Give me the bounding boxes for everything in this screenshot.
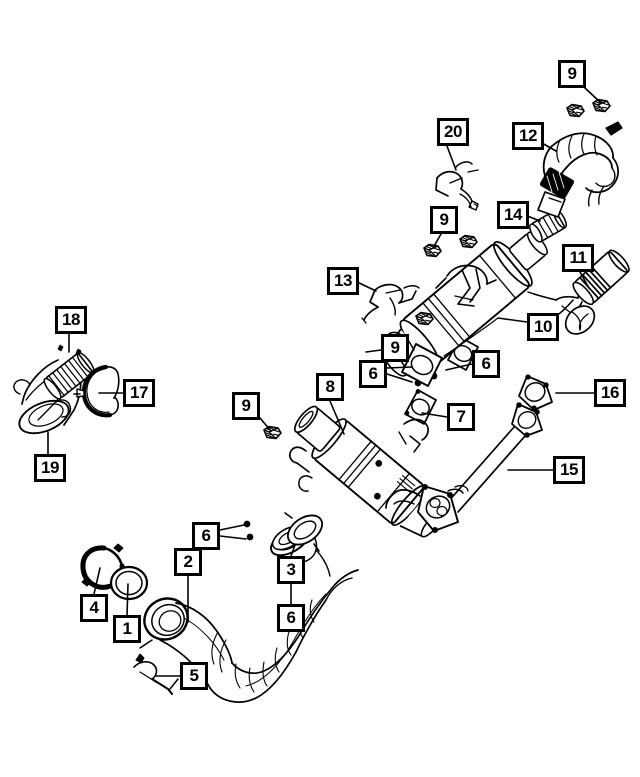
callout-9[interactable]: 9 xyxy=(232,392,260,420)
part-7-exhaust-flange-gasket-upper xyxy=(447,336,479,371)
part-1-exhaust-seal-ring xyxy=(109,565,149,601)
callout-5[interactable]: 5 xyxy=(180,662,208,690)
callout-1[interactable]: 1 xyxy=(113,615,141,643)
callout-8[interactable]: 8 xyxy=(316,373,344,401)
part-7-exhaust-flange-gasket xyxy=(404,389,437,425)
part-5-downpipe-support-bracket xyxy=(133,653,173,695)
part-13-sensor-mounting-bracket xyxy=(361,283,420,324)
callout-19[interactable]: 19 xyxy=(34,454,66,482)
part-14-exhaust-coupler-sleeve xyxy=(529,209,567,243)
part-10-scr-catalyst xyxy=(382,231,548,387)
callout-2[interactable]: 2 xyxy=(174,548,202,576)
callout-17[interactable]: 17 xyxy=(123,379,155,407)
callout-4[interactable]: 4 xyxy=(80,594,108,622)
callout-9[interactable]: 9 xyxy=(558,60,586,88)
callout-12[interactable]: 12 xyxy=(512,122,544,150)
callout-20[interactable]: 20 xyxy=(437,118,469,146)
part-15-exhaust-crossover-tube xyxy=(385,402,543,533)
callout-9[interactable]: 9 xyxy=(430,206,458,234)
part-20-wiring-harness-bracket xyxy=(435,161,479,211)
callout-leader-lines xyxy=(47,87,602,677)
callout-6[interactable]: 6 xyxy=(192,522,220,550)
callout-15[interactable]: 15 xyxy=(553,456,585,484)
part-16-crossover-tube-gasket xyxy=(518,374,553,411)
callout-6[interactable]: 6 xyxy=(359,360,387,388)
part-19-turbo-outlet-elbow xyxy=(13,359,82,435)
callout-10[interactable]: 10 xyxy=(527,313,559,341)
callout-6[interactable]: 6 xyxy=(277,604,305,632)
callout-14[interactable]: 14 xyxy=(497,201,529,229)
callout-7[interactable]: 7 xyxy=(447,403,475,431)
callout-16[interactable]: 16 xyxy=(594,379,626,407)
callout-13[interactable]: 13 xyxy=(327,267,359,295)
callout-11[interactable]: 11 xyxy=(562,244,594,272)
callout-6[interactable]: 6 xyxy=(472,350,500,378)
part-12-def-supply-hose xyxy=(537,121,623,218)
callout-9[interactable]: 9 xyxy=(381,334,409,362)
part-17-v-band-clamp xyxy=(73,364,120,418)
callout-18[interactable]: 18 xyxy=(55,306,87,334)
callout-3[interactable]: 3 xyxy=(277,556,305,584)
part-8-diesel-particulate-filter xyxy=(284,405,443,552)
